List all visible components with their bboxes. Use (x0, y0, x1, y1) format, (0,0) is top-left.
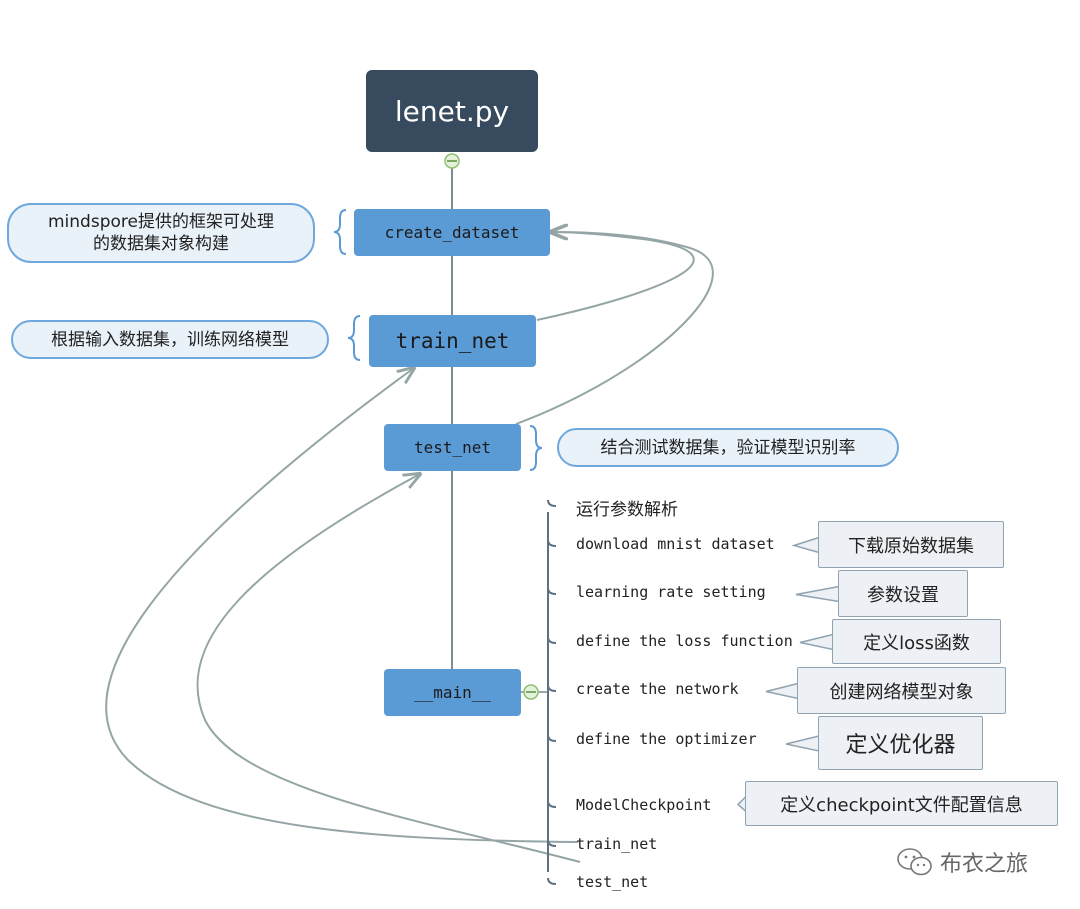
link-main-train (105, 368, 579, 843)
step-tick (547, 839, 557, 847)
step-tick (547, 684, 557, 692)
link-train-to-create (536, 232, 695, 321)
main-step-1[interactable]: download mnist dataset (576, 535, 775, 553)
step-tick (547, 877, 557, 885)
root-label: lenet.py (394, 94, 510, 128)
step-tick (547, 587, 557, 595)
callout-create-dataset-line2: 的数据集对象构建 (92, 234, 229, 254)
main-step-note-5: 定义优化器 (818, 716, 983, 770)
main-step-note-text: 定义checkpoint文件配置信息 (780, 794, 1023, 816)
callout-test-net: 结合测试数据集，验证模型识别率 (557, 428, 899, 467)
node-create-dataset[interactable]: create_dataset (354, 209, 550, 256)
link-main-test (196, 474, 581, 863)
callout-train-net: 根据输入数据集，训练网络模型 (11, 320, 329, 359)
main-step-8[interactable]: test_net (576, 873, 649, 891)
node-train-net[interactable]: train_net (369, 315, 536, 367)
note-pointer (795, 585, 840, 603)
node-main-label: __main__ (413, 683, 492, 702)
note-pointer (765, 682, 799, 700)
brace-create (333, 209, 347, 255)
wechat-icon (897, 848, 932, 876)
brace-test (529, 425, 543, 471)
callout-test-net-text: 结合测试数据集，验证模型识别率 (600, 437, 856, 458)
step-tick (547, 539, 557, 547)
main-step-note-text: 定义优化器 (845, 733, 956, 758)
step-tick (547, 800, 557, 808)
node-test-net[interactable]: test_net (384, 424, 521, 471)
main-step-5[interactable]: define the optimizer (576, 730, 757, 748)
note-pointer (791, 536, 820, 554)
node-create-dataset-label: create_dataset (384, 223, 520, 242)
step-tick (547, 734, 557, 742)
main-step-note-4: 创建网络模型对象 (797, 667, 1006, 714)
step-tick (547, 499, 557, 507)
main-step-note-text: 创建网络模型对象 (829, 681, 974, 703)
main-step-note-text: 参数设置 (867, 584, 939, 606)
main-step-2[interactable]: learning rate setting (576, 583, 766, 601)
main-step-0[interactable]: 运行参数解析 (576, 500, 678, 520)
root-node-lenet[interactable]: lenet.py (366, 70, 538, 152)
callout-create-dataset-line1: mindspore提供的框架可处理 (48, 212, 274, 232)
main-step-note-text: 定义loss函数 (863, 632, 970, 654)
main-step-note-1: 下载原始数据集 (818, 521, 1004, 568)
watermark-text: 布衣之旅 (940, 852, 1029, 877)
main-step-3[interactable]: define the loss function (576, 632, 793, 650)
main-step-note-text: 下载原始数据集 (848, 535, 974, 557)
main-step-note-2: 参数设置 (838, 570, 968, 617)
node-main[interactable]: __main__ (384, 669, 521, 716)
callout-create-dataset: mindspore提供的框架可处理 的数据集对象构建 (7, 203, 315, 263)
main-step-6[interactable]: ModelCheckpoint (576, 796, 712, 814)
callout-train-net-text: 根据输入数据集，训练网络模型 (51, 329, 289, 350)
main-step-note-6: 定义checkpoint文件配置信息 (745, 781, 1058, 826)
step-tick (547, 636, 557, 644)
note-pointer (799, 633, 834, 651)
watermark: 布衣之旅 (896, 846, 1028, 878)
note-pointer (785, 735, 820, 752)
brace-train (347, 315, 361, 361)
node-train-net-label: train_net (395, 329, 510, 353)
main-step-7[interactable]: train_net (576, 835, 658, 853)
link-test-to-create (515, 232, 714, 425)
node-test-net-label: test_net (413, 438, 492, 457)
main-step-4[interactable]: create the network (576, 680, 739, 698)
main-step-note-3: 定义loss函数 (832, 619, 1001, 664)
